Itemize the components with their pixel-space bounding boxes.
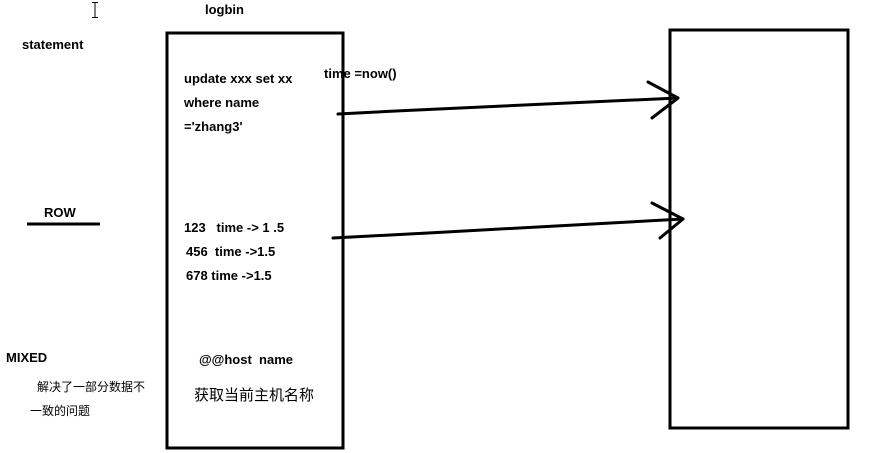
statement-label: statement [22,37,84,52]
row-line1: 123 time -> 1 .5 [184,220,285,235]
logbin-box [165,31,345,450]
mixed-line1: @@host name [199,352,293,367]
statement-line2: where name [184,95,260,110]
target-box [668,28,850,430]
row-arrow [331,201,685,240]
mixed-note-line1: 解决了一部分数据不 [37,380,146,394]
mixed-line2: 获取当前主机名称 [194,386,315,404]
statement-line3: ='zhang3' [184,119,243,134]
text-cursor-icon [92,2,98,18]
logbin-title: logbin [205,2,244,17]
statement-line1-suffix: time =now() [324,66,397,81]
row-line3: 678 time ->1.5 [186,268,272,283]
row-line2: 456 time ->1.5 [186,244,276,259]
mixed-label: MIXED [6,350,48,365]
row-label: ROW [44,205,76,220]
mixed-note-line2: 一致的问题 [30,404,91,418]
statement-line1: update xxx set xx [184,71,293,86]
statement-arrow [336,80,680,120]
